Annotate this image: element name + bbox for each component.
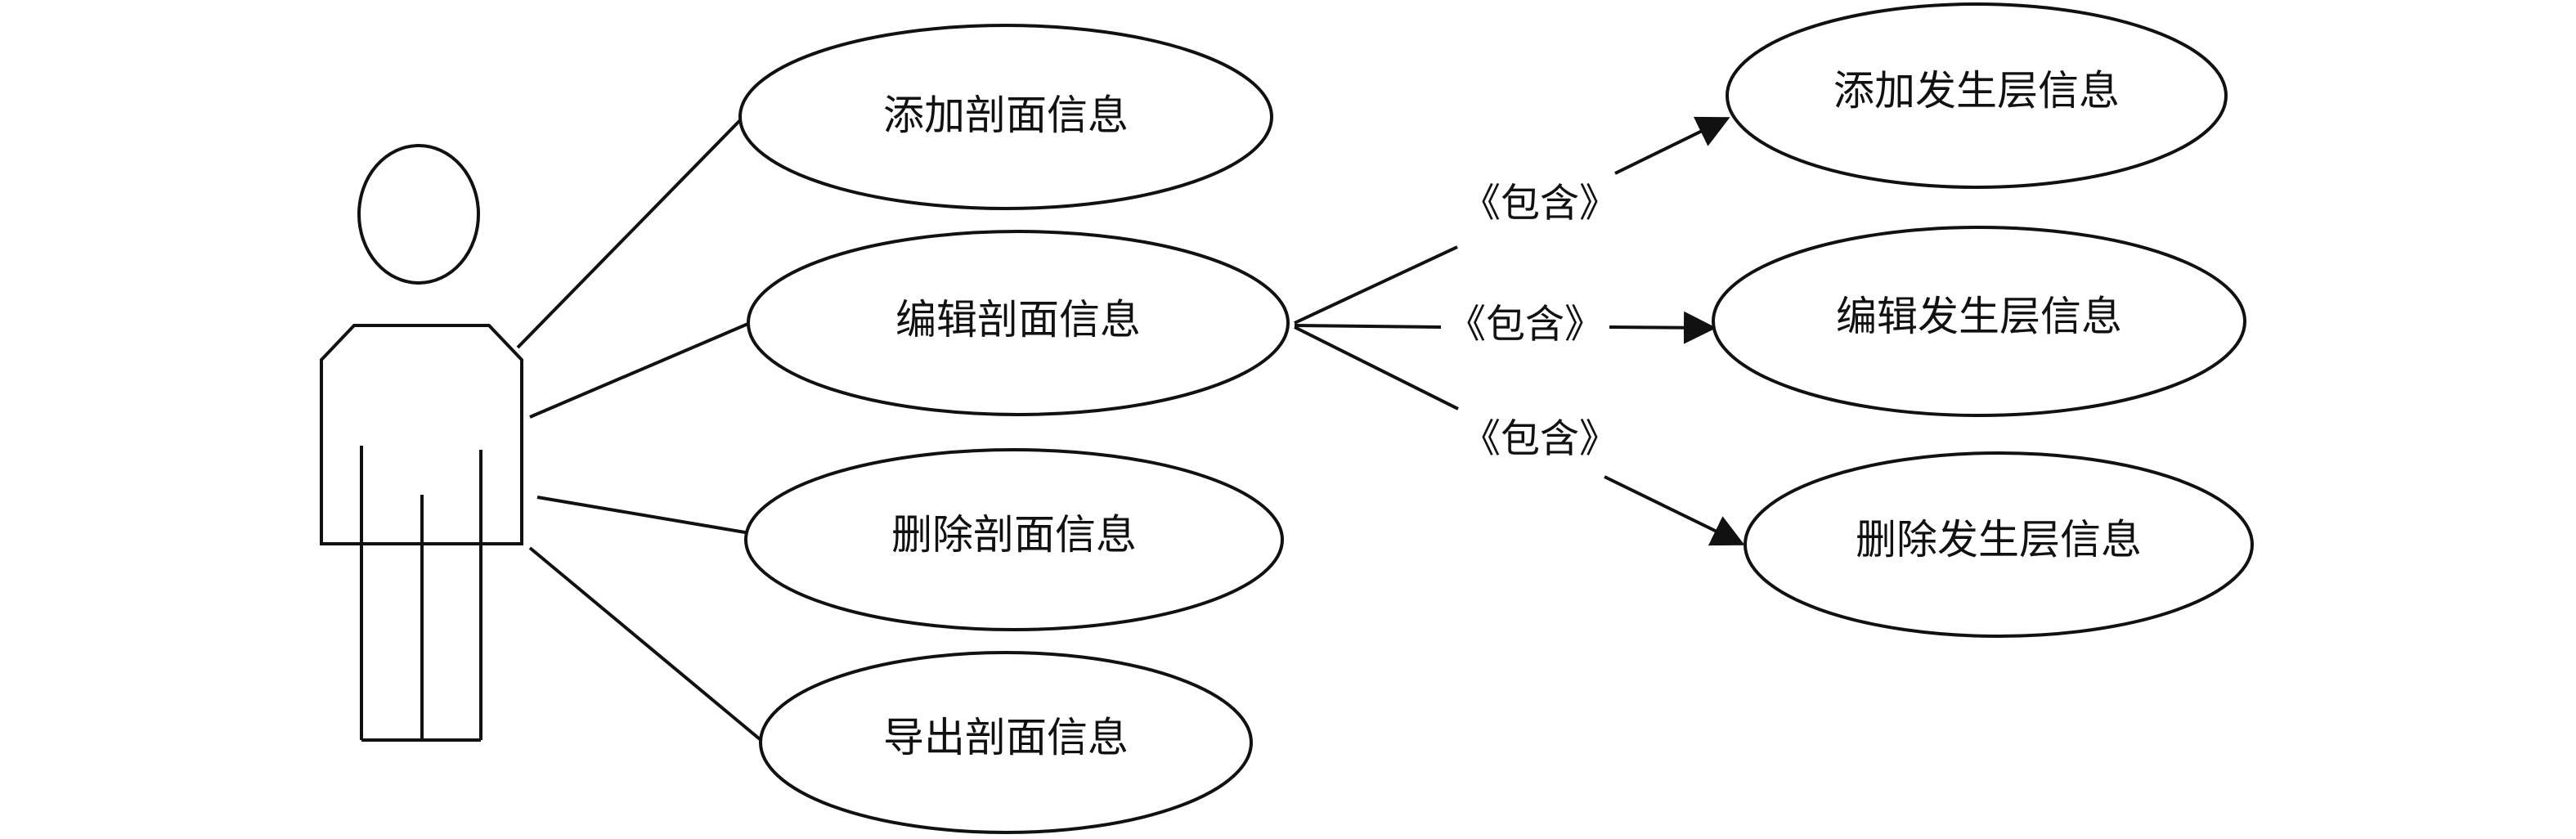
- use-case-ellipse: [1712, 226, 2246, 417]
- association-line-delete-section: [536, 496, 751, 535]
- use-case-ellipse: [759, 651, 1253, 834]
- use-case-ellipse: [1726, 2, 2228, 189]
- use-case-edit-section: 编辑剖面信息: [747, 230, 1290, 416]
- use-case-delete-section: 删除剖面信息: [744, 448, 1284, 631]
- include-line-delete-segment-a: [1294, 325, 1459, 411]
- include-label-add: 《包含》: [1461, 181, 1618, 227]
- include-line-add-segment-b: [1614, 116, 1730, 175]
- use-case-label: 编辑发生层信息: [1836, 293, 2122, 340]
- use-case-add-occurrence-layer: 添加发生层信息: [1726, 2, 2228, 189]
- association-line-export-section: [528, 546, 765, 744]
- include-line-edit-segment-a: [1294, 324, 1442, 329]
- association-line-add-section: [516, 117, 743, 349]
- actor-head: [357, 144, 480, 285]
- include-line-edit-segment-b: [1609, 311, 1717, 344]
- include-label-delete: 《包含》: [1461, 416, 1618, 462]
- use-case-ellipse: [747, 230, 1290, 416]
- use-case-label: 导出剖面信息: [883, 714, 1129, 761]
- use-case-edit-occurrence-layer: 编辑发生层信息: [1712, 226, 2246, 417]
- use-case-ellipse: [738, 24, 1273, 210]
- use-case-add-section: 添加剖面信息: [738, 24, 1273, 210]
- use-case-label: 添加发生层信息: [1833, 67, 2120, 114]
- include-label-edit: 《包含》: [1447, 302, 1604, 348]
- use-case-ellipse: [744, 448, 1284, 631]
- actor-figure: [320, 144, 523, 742]
- include-line-add-segment-a: [1294, 245, 1458, 325]
- association-line-edit-section: [529, 321, 751, 419]
- use-case-label: 添加剖面信息: [883, 92, 1129, 139]
- use-case-label: 编辑剖面信息: [895, 296, 1141, 343]
- use-case-delete-occurrence-layer: 删除发生层信息: [1744, 451, 2254, 638]
- use-case-label: 删除发生层信息: [1856, 516, 2142, 563]
- include-line-delete-segment-b: [1604, 475, 1745, 546]
- use-case-export-section: 导出剖面信息: [759, 651, 1253, 834]
- use-case-ellipse: [1744, 451, 2254, 638]
- actor-body: [320, 324, 523, 545]
- use-case-label: 删除剖面信息: [891, 511, 1137, 559]
